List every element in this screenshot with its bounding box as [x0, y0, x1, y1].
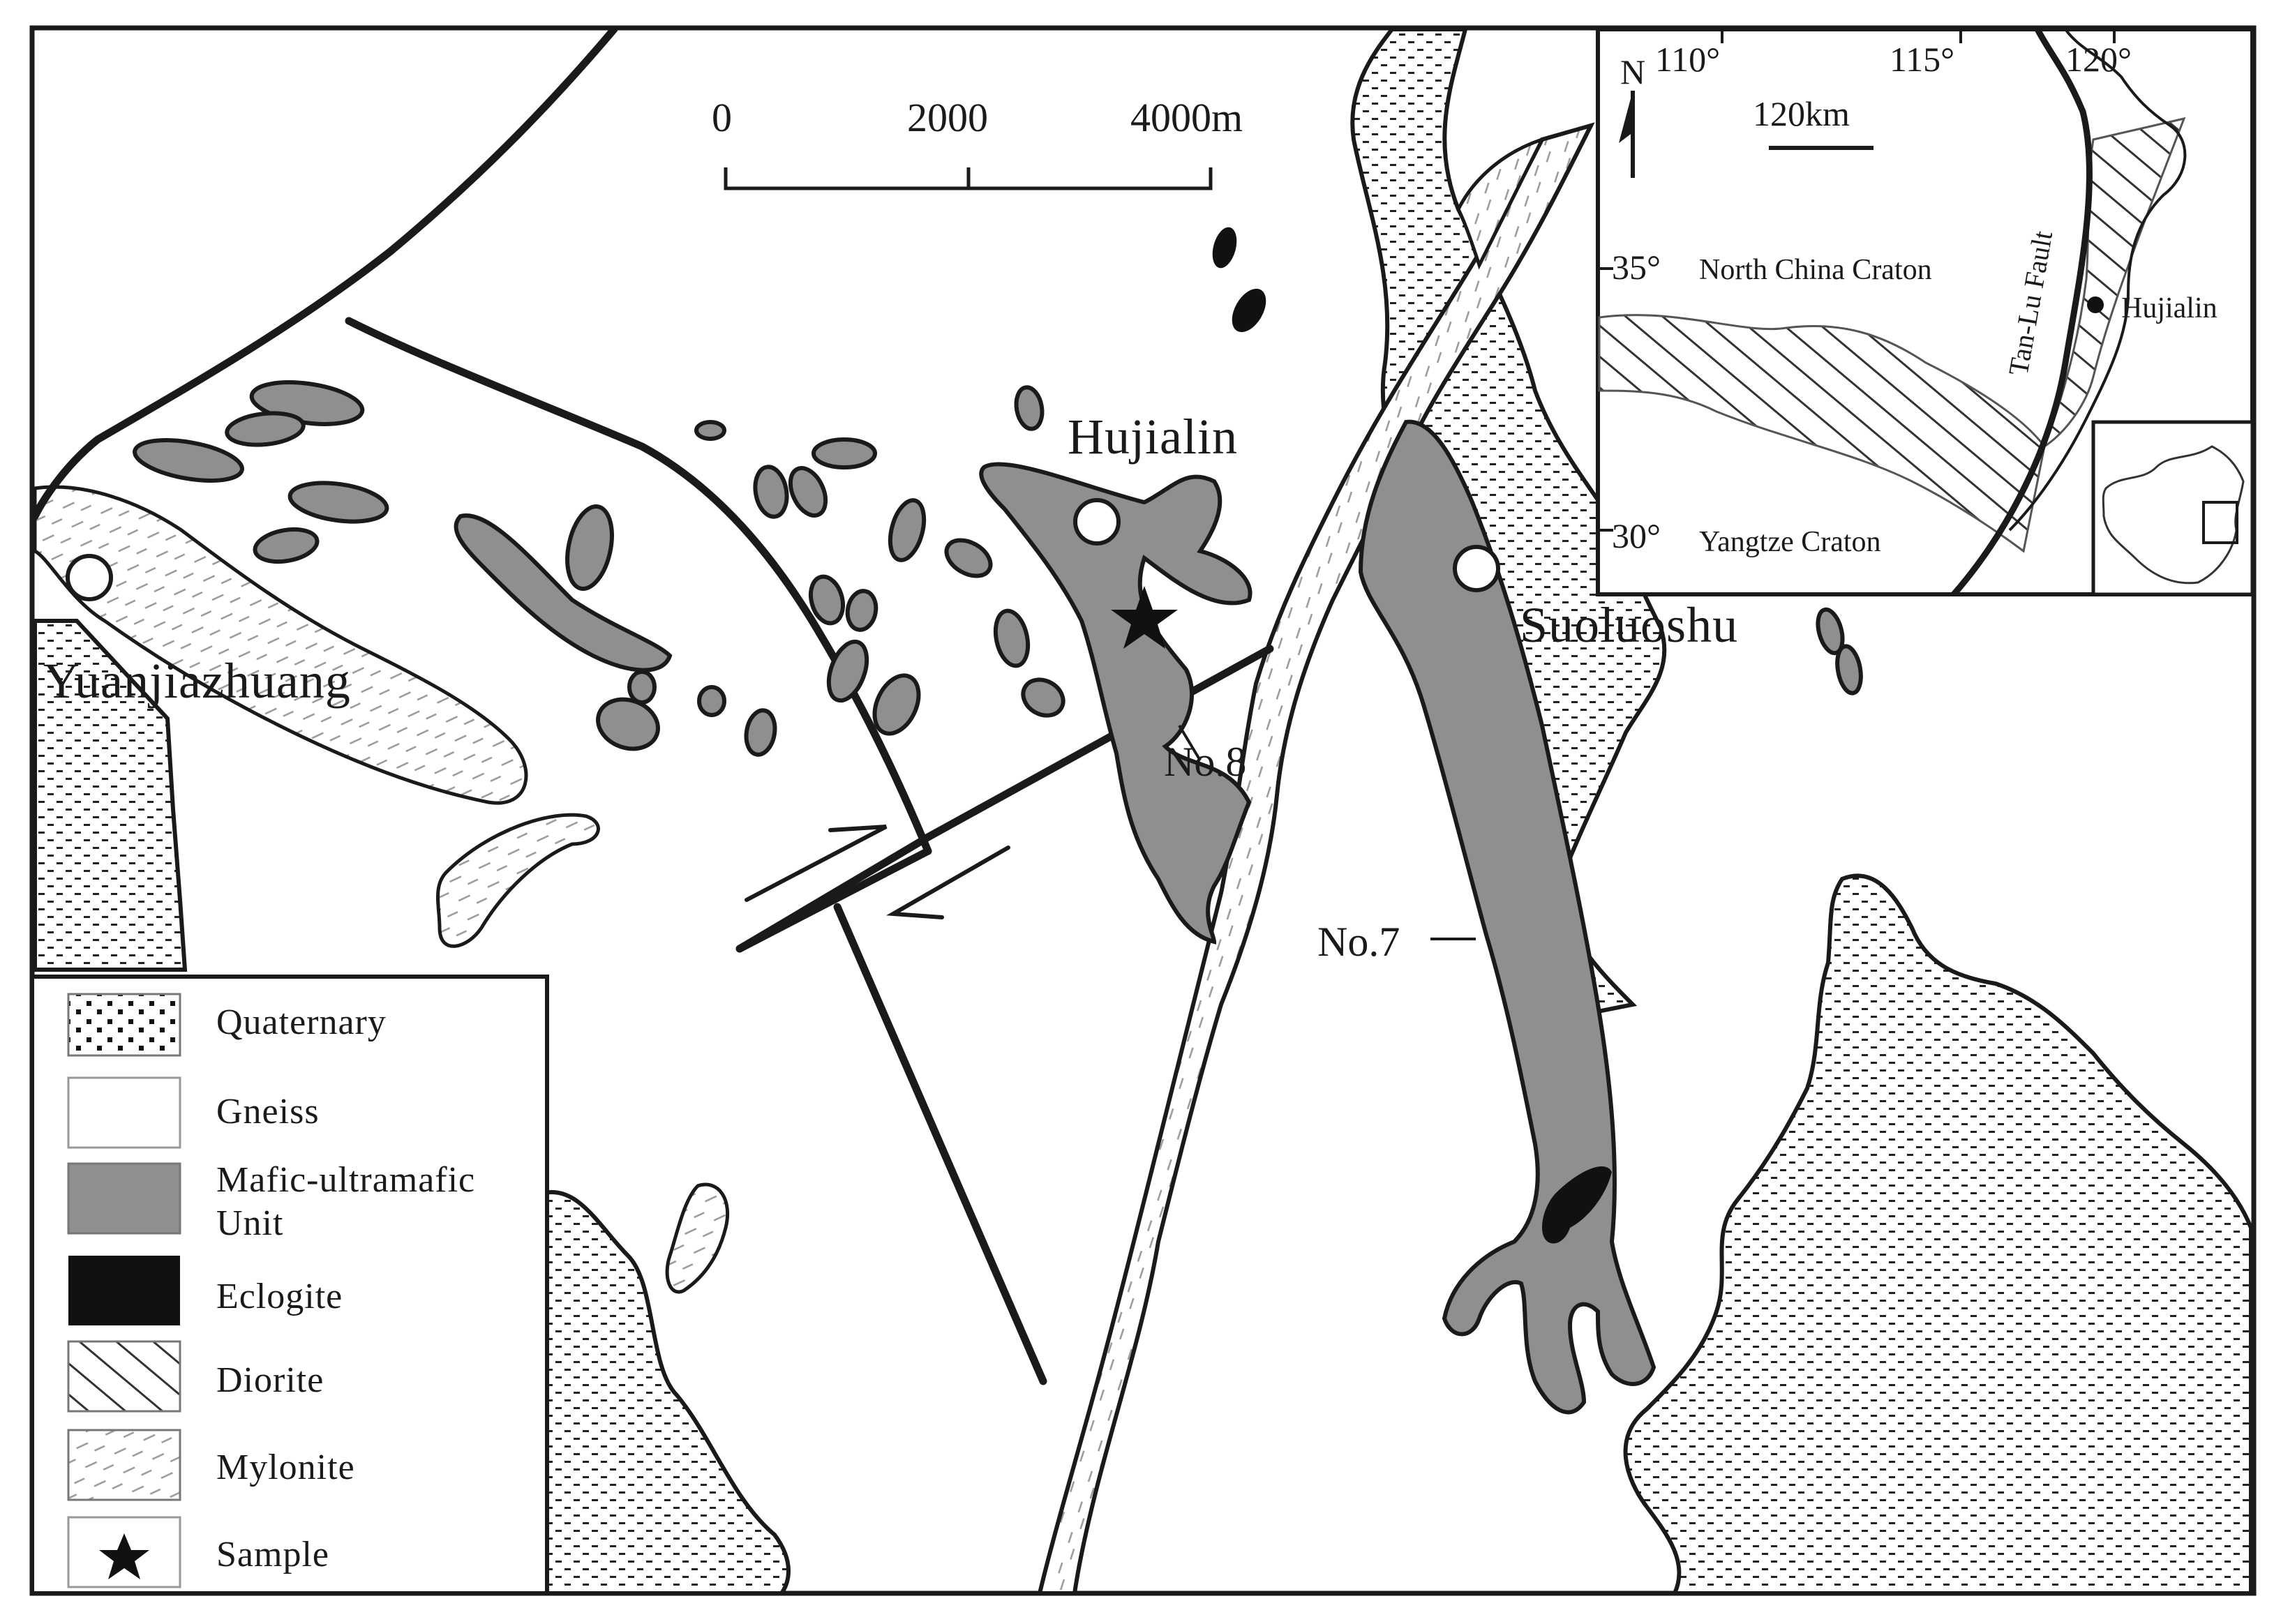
scale-tick-2000: 2000: [907, 95, 988, 140]
inset-yangtze: Yangtze Craton: [1699, 526, 1881, 558]
inset-scale-label: 120km: [1753, 94, 1850, 133]
legend-label-quaternary: Quaternary: [216, 1002, 387, 1042]
fault-nw-diagonal: [31, 25, 618, 520]
sample-star-icon: [1111, 586, 1178, 649]
yuanjiazhuang-dot-icon: [66, 554, 113, 601]
inset-map: N 110° 115° 120° 120km 35° 30° North Chi…: [1596, 27, 2254, 596]
mylonite-nw: [33, 485, 528, 805]
inset-ticks: [1599, 29, 2116, 532]
inset-coastline: [2008, 28, 2187, 532]
legend: Quaternary Gneiss Mafic-ultramafic Unit …: [30, 975, 549, 1595]
legend-label-mylonite: Mylonite: [216, 1448, 355, 1487]
quaternary-left: [33, 619, 188, 972]
label-suoluoshu: Suoluoshu: [1520, 597, 1738, 653]
legend-swatch-eclogite: [68, 1256, 180, 1325]
no8-leader: [1178, 724, 1202, 762]
legend-swatch-mafic: [67, 1162, 181, 1235]
legend-label-unit: Unit: [216, 1203, 283, 1243]
lon-120: 120°: [2065, 40, 2132, 79]
fault-offset: [735, 847, 932, 953]
quaternary-bottom: [542, 1189, 791, 1595]
quaternary-right: [1623, 873, 2253, 1595]
inset-orogen-belt: [1598, 314, 2046, 553]
inset-site-dot-icon: [2087, 296, 2104, 313]
mylonite-lens: [436, 813, 600, 948]
legend-star-icon: [99, 1533, 149, 1579]
scale-tick-4000m: 4000m: [1130, 95, 1243, 140]
shear-arrows: [745, 825, 1010, 919]
legend-label-eclogite: Eclogite: [216, 1277, 343, 1316]
legend-label-sample: Sample: [216, 1535, 329, 1574]
lon-115: 115°: [1890, 40, 1954, 79]
eclogite-bodies: [1212, 227, 1612, 1244]
label-hujialin: Hujialin: [1068, 409, 1238, 465]
label-no8: No.8: [1164, 739, 1246, 785]
location-circles: [66, 498, 1500, 601]
legend-swatch-gneiss: [67, 1076, 181, 1149]
inset-site-label: Hujialin: [2121, 292, 2218, 324]
legend-label-gneiss: Gneiss: [216, 1092, 320, 1131]
legend-swatch-mylonite: [67, 1429, 181, 1501]
scale-bar: 0 2000 4000m: [712, 95, 1243, 190]
scale-tick-0: 0: [712, 95, 732, 140]
hujialin-dot-icon: [1073, 498, 1121, 546]
quaternary-center-band: [1350, 27, 1667, 1014]
china-locator-frame: [2091, 420, 2254, 596]
label-yuanjiazhuang: Yuanjiazhuang: [43, 653, 351, 709]
lat-30: 30°: [1612, 516, 1661, 555]
fault-curved: [345, 317, 932, 855]
legend-label-mafic: Mafic-ultramafic: [216, 1160, 475, 1200]
legend-swatch-quaternary: [67, 993, 181, 1057]
north-arrow-icon: N: [1619, 52, 1645, 178]
shear-arrow-upper: [745, 825, 888, 902]
lat-35: 35°: [1612, 248, 1661, 287]
shear-arrow-lower: [886, 845, 1010, 919]
lon-110: 110°: [1655, 40, 1720, 79]
inset-tanlu-fault: [1951, 27, 2093, 596]
mylonite-finger: [665, 1182, 730, 1294]
mylonite-north-strip: [1456, 136, 1546, 270]
inset-north-china: North China Craton: [1699, 254, 1932, 286]
suoluoshu-dot-icon: [1453, 545, 1500, 592]
fault-south: [833, 903, 1047, 1385]
legend-label-diorite: Diorite: [216, 1360, 324, 1400]
legend-swatch-diorite: [67, 1340, 181, 1413]
north-label: N: [1620, 52, 1645, 91]
china-locator-box: [2202, 501, 2238, 544]
label-no7: No.7: [1317, 919, 1400, 965]
mafic-bodies: [133, 380, 1863, 1415]
